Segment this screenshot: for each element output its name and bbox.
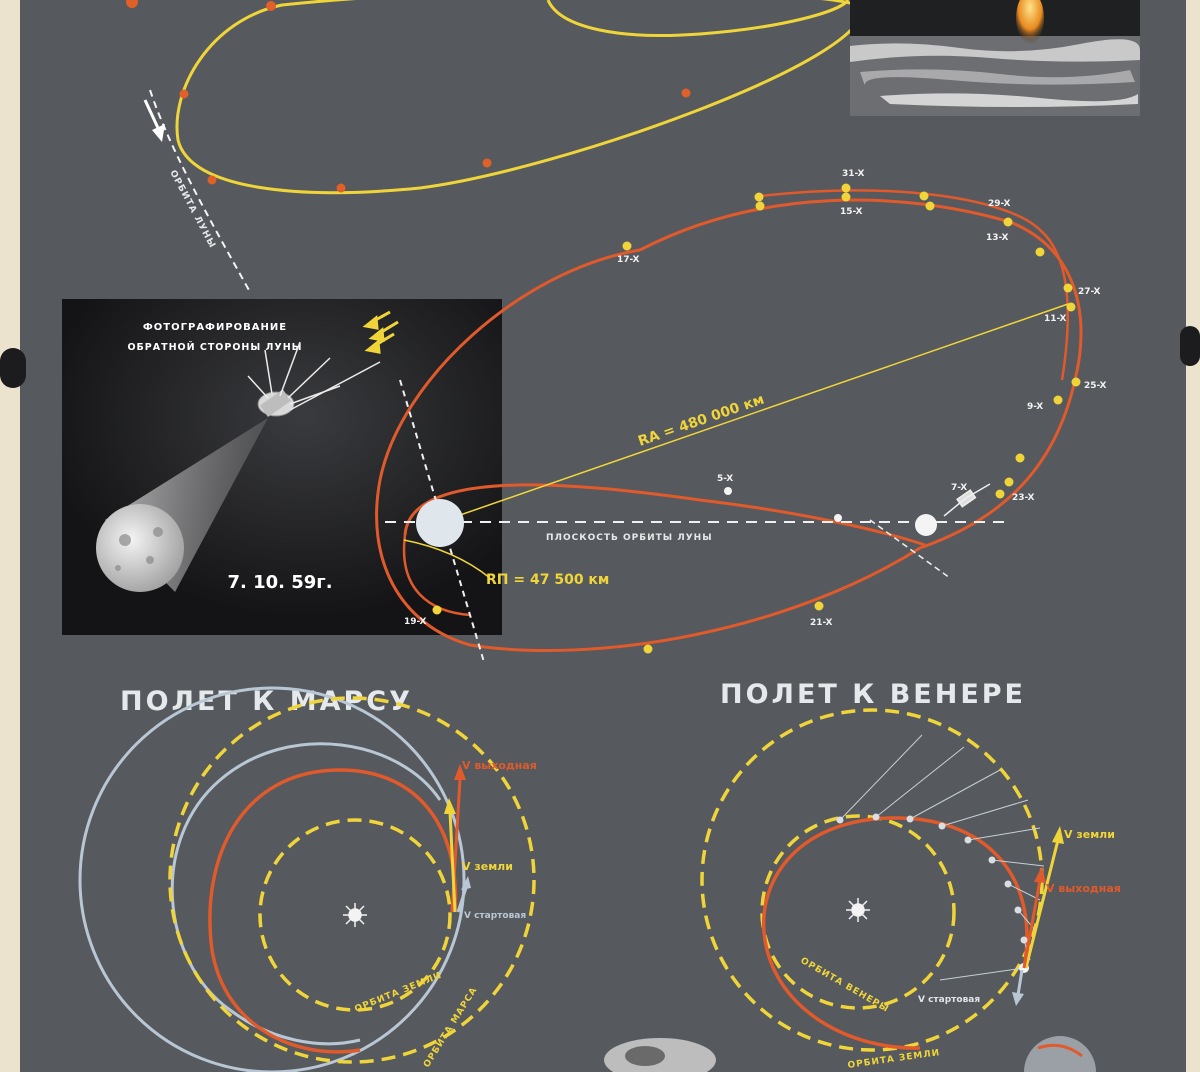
sun-rays-icon [362,310,399,354]
date-label-27-X: 27-X [1078,287,1101,297]
photo-caption-line2: ОБРАТНОЙ СТОРОНЫ ЛУНЫ [127,341,302,353]
moon-orbit-track [149,89,251,293]
date-label-29-X: 29-X [988,199,1011,209]
venus-v-start-arrow [1016,969,1024,996]
date-label-5-X: 5-X [717,474,733,484]
luna3-probe-small-icon [943,483,991,517]
venus-orbit-circle [760,814,956,1010]
mars-transfer-orbit-inner [170,742,442,1046]
luna3-probe-icon [247,341,381,417]
date-label-23-X: 23-X [1012,493,1035,503]
venus-v-earth-label: V земли [1064,828,1115,841]
venus-v-earth-arrow [1024,839,1060,969]
luna3-date-labels: 31-X 15-X 29-X 13-X 17-X 27-X 11-X 25-X … [404,169,1107,628]
date-label-11-X: 11-X [1044,314,1067,324]
luna3-orbit [375,189,1083,653]
moon-motion-arrowhead [152,124,165,142]
venus-v-start-label: V стартовая [918,995,980,1005]
date-label-7-X: 7-X [951,483,967,493]
mars-v-start-label: V стартовая [464,911,526,921]
date-label-9-X: 9-X [1027,402,1043,412]
mars-v-earth-arrow [448,811,457,913]
venus-flight-path [762,816,1029,1050]
mars-title: ПОЛЕТ К МАРСУ [120,686,413,717]
top-orbit-dots [126,0,691,193]
perigee-label: RП = 47 500 км [486,572,609,588]
sun-icon [343,903,367,927]
apogee-radius-line [439,303,1069,523]
date-label-19-X: 19-X [404,617,427,627]
venus-sun-icon [846,898,870,922]
far-side-moon [96,504,184,592]
venus-title: ПОЛЕТ К ВЕНЕРЕ [720,679,1026,710]
moon-plane-label: ПЛОСКОСТЬ ОРБИТЫ ЛУНЫ [546,533,713,543]
earth-orbit-circle [258,818,452,1012]
photo-caption-line1: ФОТОГРАФИРОВАНИЕ [143,322,287,333]
moon-craters [115,527,163,571]
mars-orbit-circle [168,696,536,1064]
left-clip [0,348,26,388]
mars-v-earth-label: V земли [462,860,513,873]
moon-circle [915,514,937,536]
mars-v-exit-label: V выходная [462,759,537,772]
mars-flight-path [208,768,458,1054]
rocket-flame [1016,0,1044,44]
date-label-21-X: 21-X [810,618,833,628]
photo-date: 7. 10. 59г. [227,572,332,593]
right-clip [1180,326,1200,366]
top-yellow-orbit [175,0,864,195]
moon-motion-arrow [143,99,160,129]
venus-v-exit-label: V выходная [1046,882,1121,895]
planet-photo-right [1024,1036,1096,1072]
venus-path-dots [836,813,1029,973]
mars-v-start-arrow [456,887,468,913]
moon-approach-line [869,519,951,579]
photo-panel: ФОТОГРАФИРОВАНИЕ ОБРАТНОЙ СТОРОНЫ ЛУНЫ [62,299,502,635]
date-label-31-X: 31-X [842,169,865,179]
date-label-17-X: 17-X [617,255,640,265]
luna3-orbit-dots [432,183,1081,654]
date-label-25-X: 25-X [1084,381,1107,391]
moon-landing-photo [850,0,1140,116]
date-label-15-X: 15-X [840,207,863,217]
mars-transfer-orbit-outer [78,686,466,1072]
date-label-13-X: 13-X [986,233,1009,243]
earth-circle [416,499,464,547]
venus-v-exit-arrow [1022,879,1042,969]
perigee-radius-arrow [403,539,491,579]
